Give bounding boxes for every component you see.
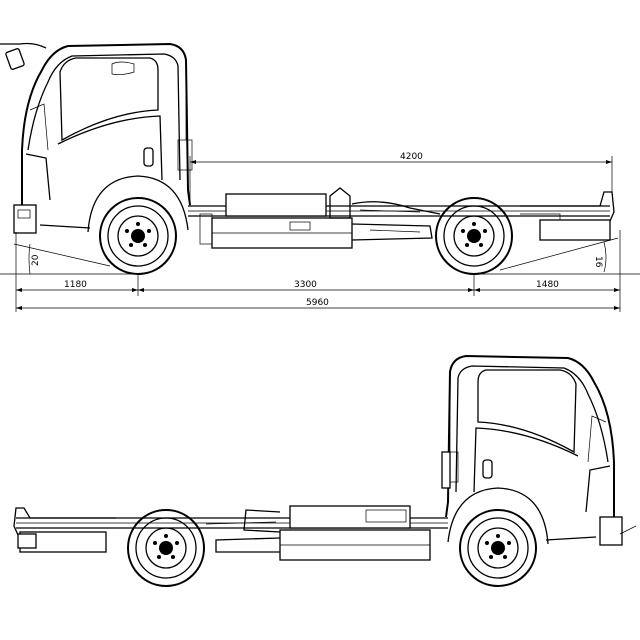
- rear-frame-end-left: [13, 507, 116, 553]
- left-side-view: [13, 354, 637, 587]
- fuel-tank-left: [279, 505, 431, 561]
- front-wheel: [99, 197, 177, 275]
- rear-overhang-label: 1480: [536, 280, 559, 290]
- chassis-components-left: [205, 509, 281, 553]
- right-side-view: 4200 1180 3300 1480 5960 20 16: [0, 42, 640, 312]
- chassis-components: [199, 187, 441, 245]
- cab: [13, 42, 193, 234]
- rear-wheel: [435, 197, 513, 275]
- fuel-tank: [211, 193, 353, 249]
- departure-angle-label: 16: [593, 256, 603, 268]
- angle-lines: [0, 237, 640, 275]
- side-mirror: [0, 42, 47, 70]
- rear-frame-end: [520, 191, 615, 241]
- overall-length-label: 5960: [306, 298, 329, 308]
- approach-angle-label: 20: [31, 254, 41, 266]
- front-overhang-label: 1180: [64, 280, 87, 290]
- wheelbase-label: 3300: [294, 280, 317, 290]
- chassis-length-label: 4200: [400, 152, 423, 162]
- front-wheel-left: [459, 509, 537, 587]
- cab-left: [441, 354, 623, 546]
- dimension-lines: [15, 156, 621, 312]
- front-wheel-arch: [87, 175, 189, 233]
- rear-wheel-left: [127, 509, 205, 587]
